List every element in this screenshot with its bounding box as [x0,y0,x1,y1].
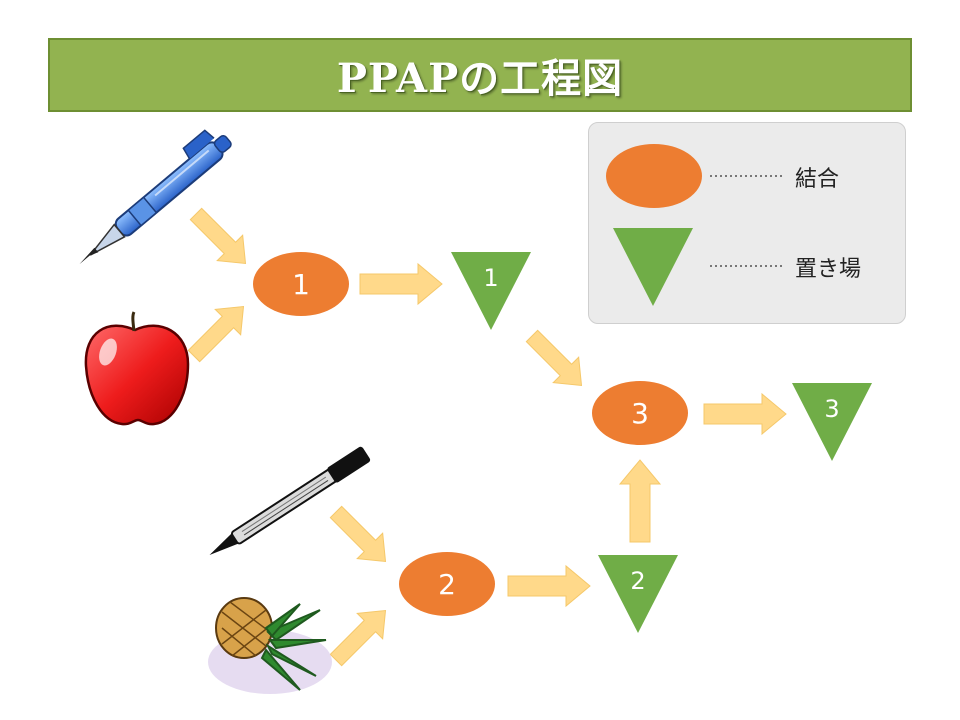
page-title: PPAPの工程図 [336,55,624,102]
arrow-black-pen-to-join-2 [329,505,387,563]
black-pen-icon [209,446,371,556]
legend-join-shape [606,144,702,208]
arrow-pen-to-join-1 [189,207,247,265]
apple-icon [84,311,190,426]
storage-node-3: 3 [792,383,872,461]
arrow-apple-to-join-1 [187,305,245,363]
arrow-join-2-to-store-2 [507,564,591,608]
arrow-join-3-to-store-3 [703,392,787,436]
join-node-3-label: 3 [631,397,649,430]
legend-storage-label: 置き場 [795,257,861,282]
arrow-store-2-to-join-3 [618,459,662,543]
arrow-store-1-to-join-3 [525,329,583,387]
storage-node-1-label: 1 [483,264,498,292]
join-node-2: 2 [399,552,495,616]
arrow-join-1-to-store-1 [359,262,443,306]
join-node-1-label: 1 [292,268,310,301]
title-banner: PPAPの工程図 [48,38,912,112]
blue-pen-icon [79,129,232,265]
legend-panel [588,122,906,324]
storage-node-3-label: 3 [824,395,839,423]
legend-storage-shape [613,228,693,306]
storage-node-2-label: 2 [630,567,645,595]
storage-node-1: 1 [451,252,531,330]
join-node-2-label: 2 [438,568,456,601]
join-node-3: 3 [592,381,688,445]
pineapple-icon [208,597,332,694]
arrow-pineapple-to-join-2 [329,609,387,667]
join-node-1: 1 [253,252,349,316]
storage-node-2: 2 [598,555,678,633]
legend-join-label: 結合 [795,167,839,192]
